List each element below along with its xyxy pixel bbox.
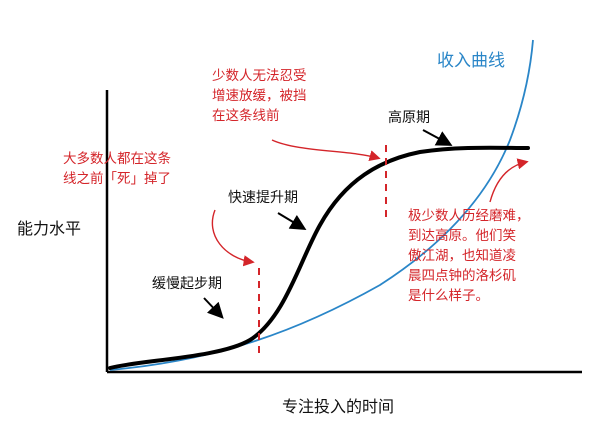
slow-start-label: 缓慢起步期 (152, 276, 222, 292)
note-most-people-line: 大多数人都在这条 (63, 151, 171, 167)
y-axis-label: 能力水平 (17, 219, 82, 238)
note-few-people-line: 少数人无法忍受 (212, 68, 307, 84)
note-few-people-line: 增速放缓，被挡 (212, 88, 307, 104)
plateau-label: 高原期 (388, 110, 430, 126)
note-very-few-line: 极少数人历经磨难， (408, 208, 530, 224)
note-very-few-line: 到达高原。他们笑 (408, 228, 516, 244)
arrow-few-people (271, 139, 381, 162)
income-curve-label: 收入曲线 (437, 51, 505, 71)
arrow-very-few (489, 158, 529, 203)
rapid-rise-label: 快速提升期 (228, 190, 298, 206)
note-few-people-line: 在这条线前 (212, 108, 280, 124)
arrow-plateau (422, 129, 453, 146)
note-most-people-line: 线之前「死」掉了 (63, 171, 171, 187)
note-few-people: 少数人无法忍受 增速放缓，被挡 在这条线前 (212, 66, 307, 126)
arrow-rapid-rise (277, 212, 307, 231)
note-very-few-line: 傲江湖，也知道凌 (408, 248, 516, 264)
arrow-most-people (211, 209, 255, 267)
x-axis-label: 专注投入的时间 (282, 397, 395, 416)
note-very-few: 极少数人历经磨难， 到达高原。他们笑 傲江湖，也知道凌 晨四点钟的洛杉矶 是什么… (408, 206, 530, 306)
note-very-few-line: 是什么样子。 (408, 288, 489, 304)
note-very-few-line: 晨四点钟的洛杉矶 (408, 268, 516, 284)
income-curve (109, 39, 534, 371)
arrow-slow-start (203, 297, 224, 319)
ability-curve (108, 145, 530, 370)
note-most-people: 大多数人都在这条 线之前「死」掉了 (63, 149, 171, 189)
